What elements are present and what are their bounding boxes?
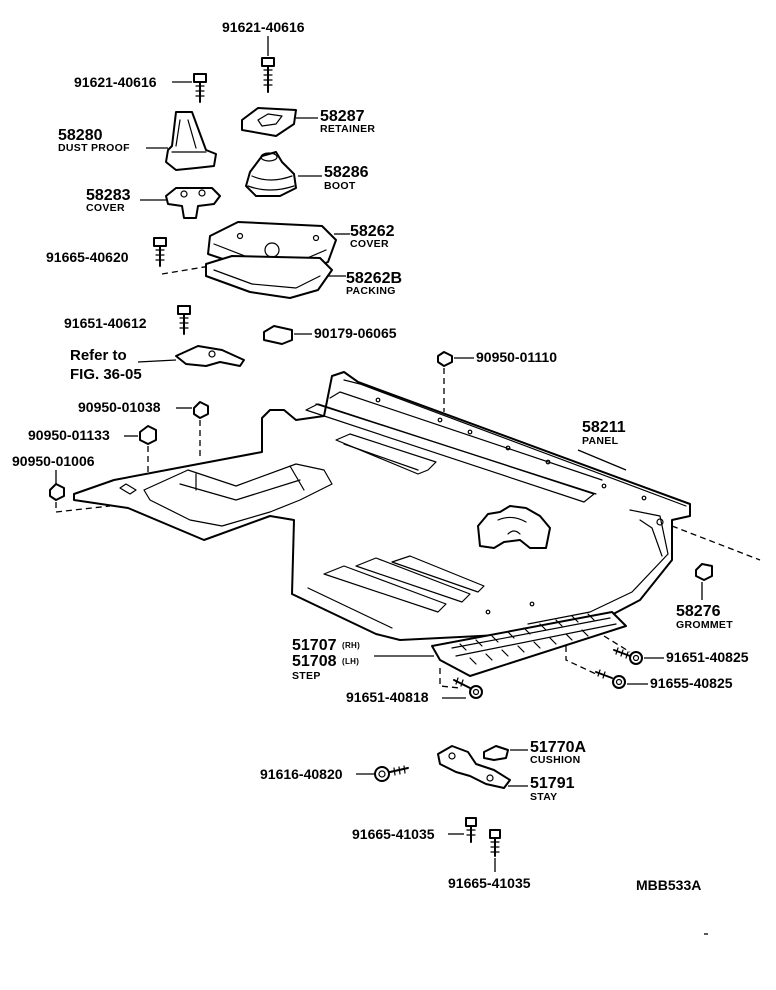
nut-90179-06065: [263, 325, 312, 345]
packing-58262b: [205, 255, 346, 299]
bolt-91665-41035-b: [489, 829, 501, 872]
plug-90950-01110: [437, 351, 474, 412]
stay-51791: [437, 745, 528, 789]
label-panel: PANEL: [582, 435, 619, 447]
label-90950-01038: 90950-01038: [78, 399, 161, 415]
label-91651-40825: 91651-40825: [666, 649, 749, 665]
label-cover-58283: COVER: [86, 202, 125, 214]
cover-58283: [140, 187, 221, 219]
label-91665-41035-b: 91665-41035: [448, 875, 531, 891]
label-boot: BOOT: [324, 180, 356, 192]
label-51770a: 51770A: [530, 739, 586, 756]
label-packing: PACKING: [346, 285, 396, 297]
label-58287: 58287: [320, 108, 365, 125]
label-stay: STAY: [530, 791, 557, 803]
label-91621-40616-top: 91621-40616: [222, 19, 305, 35]
label-51708: 51708: [292, 653, 337, 670]
label-51707: 51707: [292, 637, 337, 654]
bolt-91665-40620: [153, 237, 211, 275]
label-58262: 58262: [350, 223, 395, 240]
label-refer-to: Refer to: [70, 347, 127, 364]
label-91651-40612: 91651-40612: [64, 315, 147, 331]
dust-proof-58280: [146, 111, 217, 171]
bolt-91665-41035-a: [448, 817, 477, 843]
label-51791: 51791: [530, 775, 575, 792]
label-91616-40820: 91616-40820: [260, 766, 343, 782]
label-58211: 58211: [582, 419, 626, 436]
bolt-91621-40616-left: [172, 73, 207, 103]
label-91651-40818: 91651-40818: [346, 689, 429, 705]
bolt-91621-40616-top: [261, 36, 275, 93]
label-58262b: 58262B: [346, 270, 402, 287]
bolt-91616-40820: [356, 765, 409, 782]
label-cushion: CUSHION: [530, 754, 581, 766]
boot-58286: [245, 151, 322, 197]
bolt-91651-40818: [442, 677, 483, 699]
label-58280: 58280: [58, 127, 103, 144]
plug-90950-01006: [49, 470, 111, 513]
label-fig-36-05: FIG. 36-05: [70, 366, 142, 383]
label-dust-proof: DUST PROOF: [58, 142, 130, 154]
cushion-51770a: [483, 745, 528, 761]
label-retainer: RETAINER: [320, 123, 375, 135]
label-90950-01006: 90950-01006: [12, 453, 95, 469]
label-90950-01133: 90950-01133: [28, 427, 110, 443]
retainer-58287: [241, 107, 318, 137]
plug-90950-01038: [176, 401, 209, 456]
label-91665-40620: 91665-40620: [46, 249, 129, 265]
label-58283: 58283: [86, 187, 131, 204]
drawing-code: MBB533A: [636, 877, 701, 893]
label-58286: 58286: [324, 164, 369, 181]
label-91621-40616-left: 91621-40616: [74, 74, 157, 90]
label-90179-06065: 90179-06065: [314, 325, 397, 341]
label-91655-40825: 91655-40825: [650, 675, 733, 691]
bolt-91651-40612: [177, 305, 191, 335]
label-51707-rh: (RH): [342, 641, 360, 650]
label-51708-lh: (LH): [342, 657, 359, 666]
step-51707-51708: [374, 611, 631, 689]
bolt-91655-40825: [595, 669, 648, 689]
label-grommet: GROMMET: [676, 619, 733, 631]
grommet-58276: [695, 563, 713, 600]
bracket-fig-36-05: [137, 345, 245, 367]
label-58276: 58276: [676, 603, 721, 620]
label-90950-01110: 90950-01110: [476, 349, 557, 365]
label-91665-41035-a: 91665-41035: [352, 826, 435, 842]
floor-panel-58211: [73, 371, 761, 641]
label-cover-58262: COVER: [350, 238, 389, 250]
plug-90950-01133: [124, 425, 157, 488]
label-step: STEP: [292, 670, 321, 682]
bolt-91651-40825: [613, 647, 664, 665]
